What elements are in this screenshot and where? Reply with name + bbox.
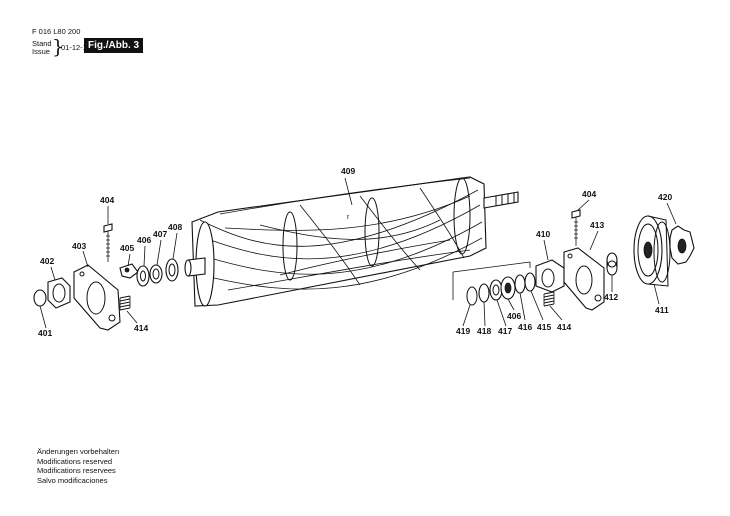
callout-401: 401 [38, 328, 52, 338]
note-line: Salvo modificaciones [37, 475, 108, 485]
part-414-spring-left [119, 295, 131, 311]
callout-404-right: 404 [582, 189, 596, 199]
part-408-ring [165, 258, 179, 282]
note-line: Änderungen vorbehalten [37, 447, 120, 456]
part-416-ring [514, 274, 526, 294]
callout-402: 402 [40, 256, 54, 266]
callout-r: r [347, 214, 350, 221]
callout-419: 419 [456, 326, 470, 336]
callout-414-right: 414 [557, 322, 571, 332]
callout-416: 416 [518, 322, 532, 332]
part-417-seal [489, 279, 503, 301]
part-413-side-plate [563, 247, 605, 311]
exploded-frame [452, 261, 531, 300]
issue-label: Issue [32, 47, 50, 56]
part-411-gear-wheel [633, 215, 671, 287]
callout-415: 415 [537, 322, 551, 332]
callout-408: 408 [168, 222, 182, 232]
disclaimer-notes: Änderungen vorbehalten Modifications res… [37, 447, 119, 485]
part-404-screw-right [571, 209, 581, 246]
part-405-clip [119, 263, 139, 279]
callout-409: 409 [341, 166, 355, 176]
callout-405: 405 [120, 243, 134, 253]
part-410-housing [535, 259, 565, 293]
stand-label: Stand [32, 39, 52, 48]
part-407-bearing [149, 264, 163, 284]
note-line: Modifications reservees [37, 466, 116, 476]
part-412-bush [606, 252, 618, 276]
leader-lines [39, 177, 677, 329]
part-419-circlip [466, 286, 478, 306]
callout-411: 411 [655, 305, 669, 315]
callout-407: 407 [153, 229, 167, 239]
part-418-washer [478, 283, 490, 303]
part-401-cap [33, 289, 47, 307]
part-number: F 016 L80 200 [32, 27, 81, 36]
part-404-screw-left [103, 223, 113, 262]
part-415-collar [524, 272, 536, 292]
reel-cylinder [184, 176, 519, 307]
callout-404-left: 404 [100, 195, 114, 205]
callout-403: 403 [72, 241, 86, 251]
issue-date: 01-12-11 [61, 43, 91, 52]
callout-406-right: 406 [507, 311, 521, 321]
part-402-bearing [47, 277, 71, 309]
callout-420: 420 [658, 192, 672, 202]
part-414-spring-right [543, 291, 555, 307]
part-420-sprocket [669, 225, 695, 265]
callout-412: 412 [604, 292, 618, 302]
brace-symbol: } [52, 36, 65, 58]
callout-413: 413 [590, 220, 604, 230]
note-line: Modifications reserved [37, 456, 113, 466]
callout-418: 418 [477, 326, 491, 336]
callout-414-left: 414 [134, 323, 148, 333]
part-406-bearing-right [500, 276, 516, 300]
figure-badge: Fig./Abb. 3 [84, 38, 144, 53]
callout-417: 417 [498, 326, 512, 336]
callout-410: 410 [536, 229, 550, 239]
part-403-side-plate [73, 264, 121, 331]
callout-406-left: 406 [137, 235, 151, 245]
part-406-washer-left [136, 265, 150, 287]
